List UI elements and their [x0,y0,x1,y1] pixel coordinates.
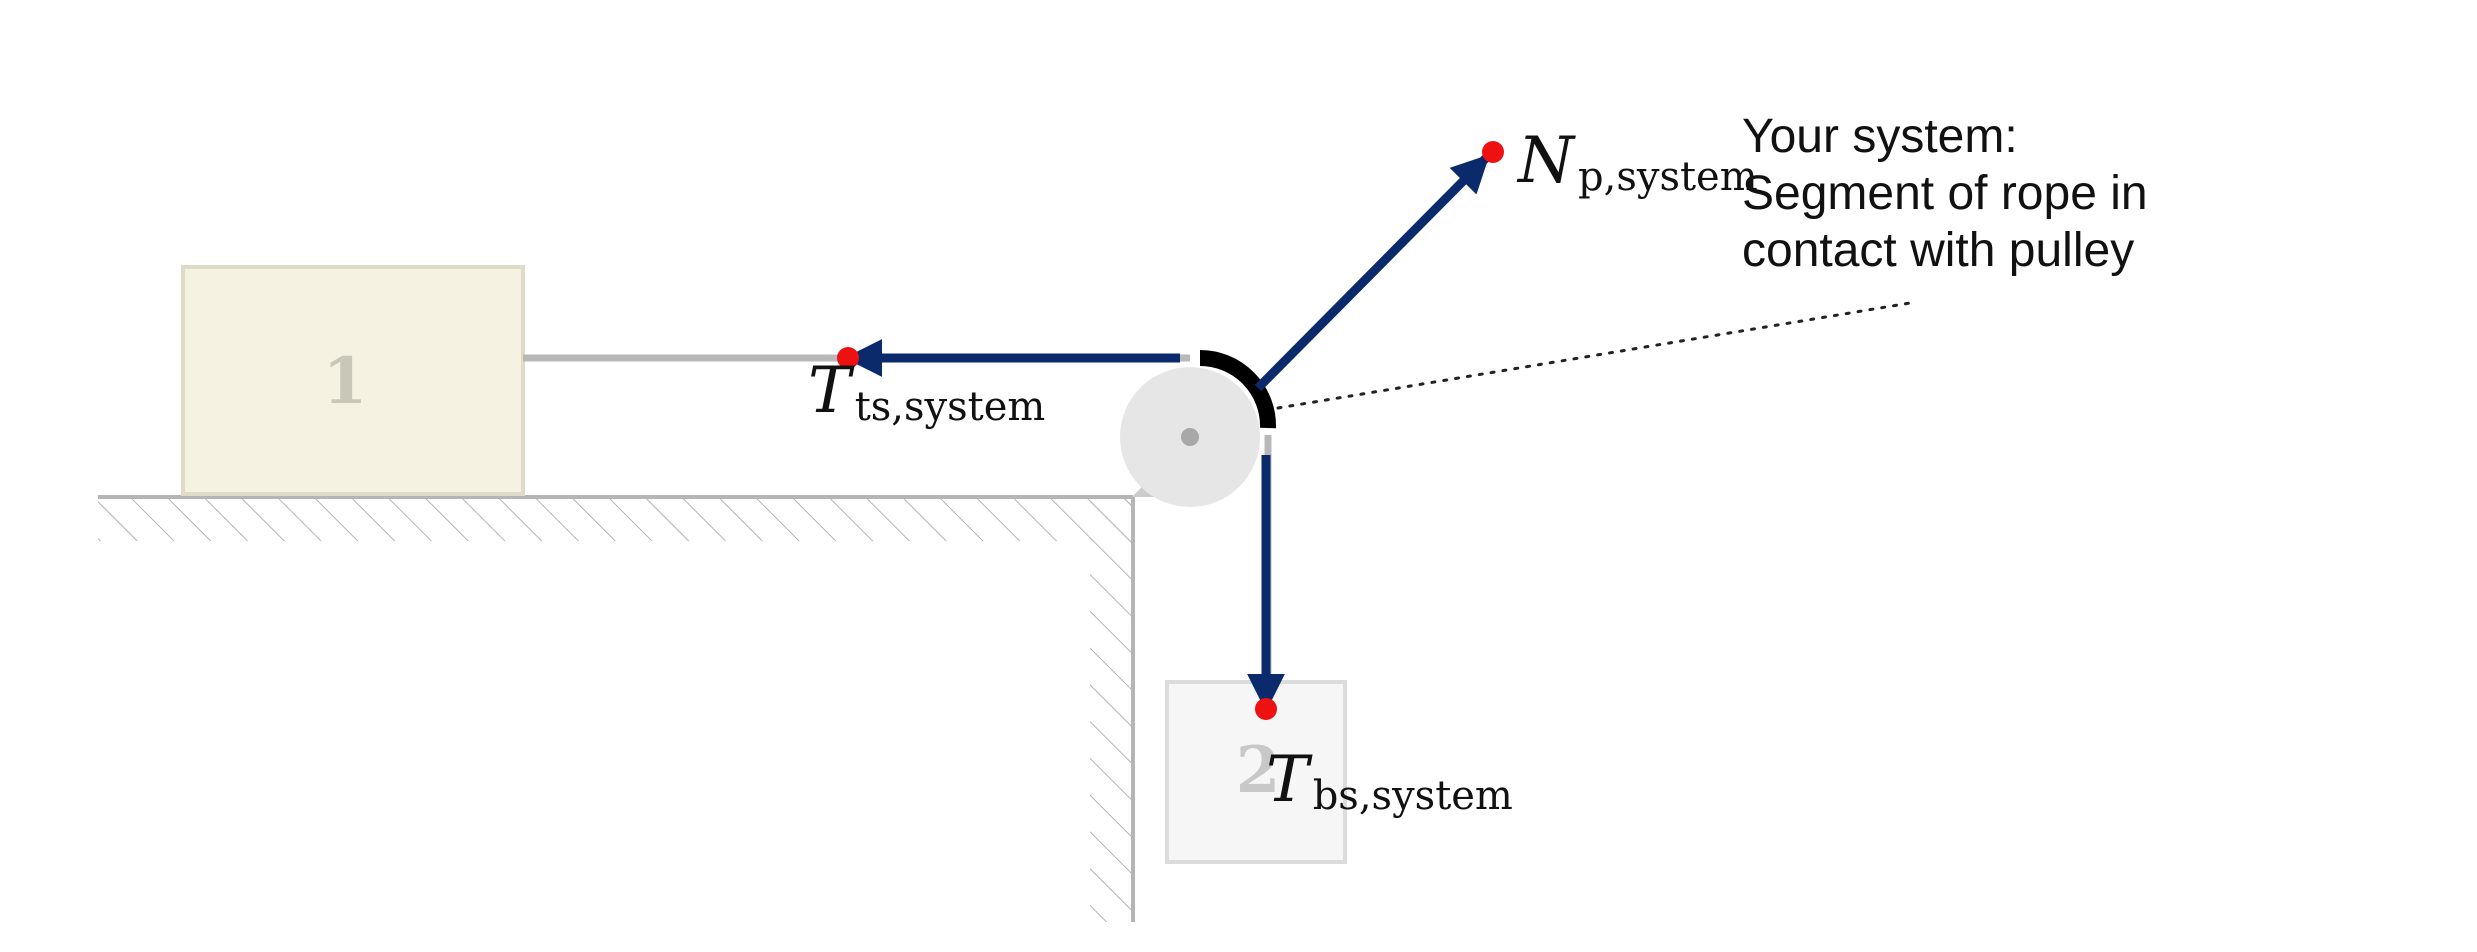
normal-pulley-subscript: p,system [1578,154,1758,200]
system-rope-segment [1199,350,1277,429]
hatch-corner-mask [1133,541,1153,922]
block-2-label: 2 [1236,733,1281,808]
pulley-axle [1181,428,1199,446]
normal-pulley-symbol: N [1516,124,1576,198]
tension-top-point [837,347,859,369]
block-1-label: 1 [323,344,368,419]
block-1: 1 [181,265,525,496]
tension-top-subscript: ts,system [855,384,1046,430]
normal-pulley-point [1482,141,1504,163]
table-side-hatch [1090,497,1133,922]
caption-line-3: contact with pulley [1742,224,2135,277]
caption-pointer-line [1276,301,1912,410]
normal-pulley-arrow [1254,153,1491,392]
caption-line-1: Your system: [1742,110,2018,163]
tension-bottom-point [1255,698,1277,720]
tension-top-symbol: T [808,354,855,428]
tension-bottom-subscript: bs,system [1313,773,1513,819]
tension-bottom-symbol: T [1266,743,1313,817]
table-top-hatch [98,497,1133,541]
pulley [1120,367,1260,507]
caption-line-2: Segment of rope in [1742,167,2148,220]
ground [98,495,1153,922]
system-caption: Your system: Segment of rope in contact … [1742,108,2442,279]
